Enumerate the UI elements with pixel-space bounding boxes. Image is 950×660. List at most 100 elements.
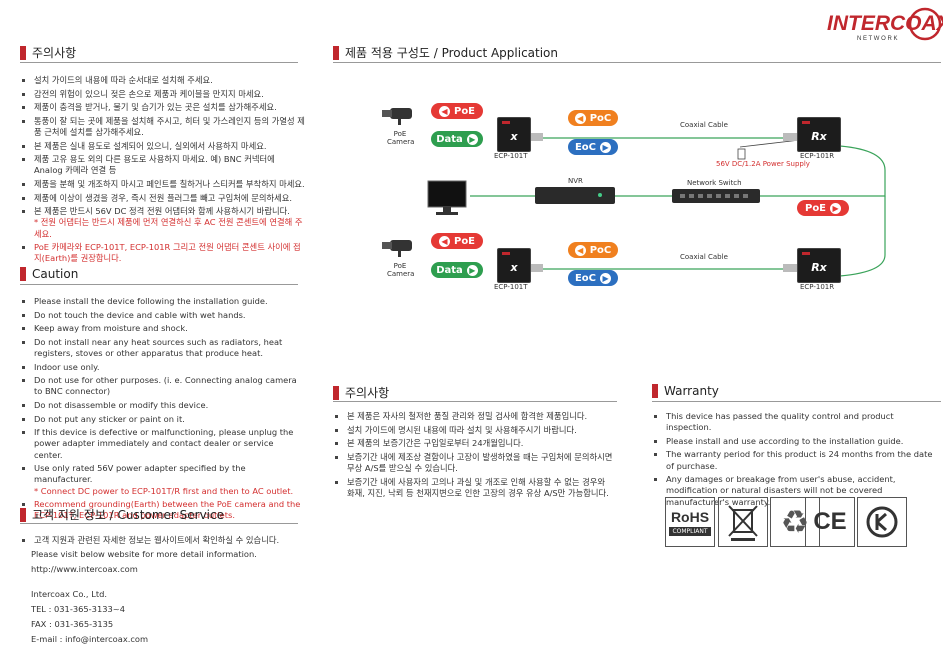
weee-icon [718, 497, 768, 547]
network-line-1 [470, 145, 886, 197]
divider [333, 401, 617, 402]
nvr-device [535, 187, 615, 204]
visit-text: Please visit below website for more deta… [31, 549, 257, 559]
website-link[interactable]: http://www.intercoax.com [31, 564, 138, 574]
list-item: Recommend grounding(Earth) between the P… [21, 499, 301, 521]
poe-badge: PoE▶ [797, 200, 849, 216]
divider [652, 401, 941, 402]
list-item: Do not disassemble or modify this device… [21, 400, 301, 411]
power-cable [739, 139, 801, 148]
list-item: The warranty period for this product is … [653, 449, 938, 471]
kc-icon [857, 497, 907, 547]
bnc-connector [529, 133, 543, 141]
svg-text:INTERCOAX: INTERCOAX [827, 12, 943, 35]
list-item: 설치 가이드에 명시된 내용에 따라 설치 및 사용해주시기 바랍니다. [334, 425, 614, 436]
ecp-101t-device: x [497, 117, 531, 152]
list-item: 본 제품은 실내 용도로 설계되어 있으니, 실외에서 사용하지 마세요. [21, 141, 306, 152]
tx-label: ECP-101T [494, 152, 528, 160]
list-item: If this device is defective or malfuncti… [21, 427, 301, 461]
note: * Connect DC power to ECP-101T/R first a… [34, 485, 294, 496]
list-item: Do not put any sticker or paint on it. [21, 414, 301, 425]
list-item: 본 제품은 자사의 철저한 품질 관리와 정밀 검사에 합격한 제품입니다. [334, 411, 614, 422]
tel: TEL : 031-365-3133~4 [31, 604, 126, 614]
list-item: 제품 고유 용도 외의 다른 용도로 사용하지 마세요. 예) BNC 커넥터에… [21, 154, 306, 176]
list-item: Use only rated 56V power adapter specifi… [21, 463, 301, 497]
list-item: 제품에 이상이 생겼을 경우, 즉시 전원 플러그를 빼고 구입처에 문의하세요… [21, 193, 306, 204]
list-item: 제품을 분해 및 개조하지 마시고 페인트를 칠하거나 스티커를 부착하지 마세… [21, 179, 306, 190]
data-badge: Data▶ [431, 131, 483, 147]
nvr-label: NVR [568, 177, 583, 185]
ecp-101t-device: x [497, 248, 531, 283]
eoc-badge: EoC▶ [568, 270, 618, 286]
poc-badge: ◀PoC [568, 110, 618, 126]
list-item: 제품이 충격을 받거나, 물기 및 습기가 있는 곳은 설치를 삼가해주세요. [21, 102, 306, 113]
data-badge: Data▶ [431, 262, 483, 278]
rx-label: ECP-101R [800, 283, 835, 291]
email: E-mail : info@intercoax.com [31, 634, 149, 644]
tx-label: ECP-101T [494, 283, 528, 291]
warranty-list: This device has passed the quality contr… [653, 411, 938, 510]
kr-warranty-heading: 주의사항 [333, 384, 389, 401]
kr-caution-heading: 주의사항 [20, 44, 76, 61]
camera-label: PoE Camera [387, 130, 415, 146]
list-item: 고객 지원과 관련된 자세한 정보는 웹사이트에서 확인하실 수 있습니다. [21, 535, 301, 546]
coax-cable-label: Coaxial Cable [680, 121, 728, 129]
recycle-icon: ♻ [770, 497, 820, 547]
list-item: Please install the device following the … [21, 296, 301, 307]
en-caution-list: Please install the device following the … [21, 296, 301, 524]
company-name: Intercoax Co., Ltd. [31, 589, 107, 599]
svg-text:N E T W O R K: N E T W O R K [857, 36, 897, 42]
bnc-connector [783, 133, 797, 141]
customer-service-heading: 고객 지원 정보 / Customer Service [20, 506, 224, 523]
list-item: 본 제품의 보증기간은 구입일로부터 24개월입니다. [334, 438, 614, 449]
list-item: 설치 가이드의 내용에 따라 순서대로 설치해 주세요. [21, 75, 306, 86]
list-item: Please install and use according to the … [653, 436, 938, 447]
list-item: 보증기간 내에 사용자의 고의나 과실 및 개조로 인해 사용할 수 없는 경우… [334, 477, 614, 499]
list-item: 본 제품은 반드시 56V DC 정격 전원 어댑터와 함께 사용하시기 바랍니… [21, 206, 306, 240]
kr-caution-list: 설치 가이드의 내용에 따라 순서대로 설치해 주세요. 감전의 위험이 있으니… [21, 75, 306, 267]
application-heading: 제품 적용 구성도 / Product Application [333, 44, 558, 61]
camera-label: PoE Camera [387, 262, 415, 278]
rohs-icon: RoHS COMPLIANT [665, 497, 715, 547]
ce-icon: CE [805, 497, 855, 547]
list-item: Do not use for other purposes. (i. e. Co… [21, 375, 301, 397]
application-diagram [382, 108, 886, 277]
list-item: 통풍이 잘 되는 곳에 제품을 설치해 주시고, 히터 및 가스레인지 등의 가… [21, 116, 306, 138]
coax-cable-label: Coaxial Cable [680, 253, 728, 261]
poe-badge: ◀PoE [431, 103, 483, 119]
ecp-101r-device: Rx [797, 117, 841, 152]
power-supply-icon [737, 148, 746, 160]
poc-badge: ◀PoC [568, 242, 618, 258]
note: * 전원 어댑터는 반드시 제품에 먼저 연결하신 후 AC 전원 콘센트에 연… [34, 217, 303, 239]
ecp-101r-device: Rx [797, 248, 841, 283]
camera-icon [382, 108, 412, 125]
warranty-heading: Warranty [652, 384, 719, 398]
customer-list: 고객 지원과 관련된 자세한 정보는 웹사이트에서 확인하실 수 있습니다. [21, 535, 301, 549]
divider [20, 62, 298, 63]
power-supply-label: 56V DC/1.2A Power Supply [716, 160, 810, 168]
list-item: Keep away from moisture and shock. [21, 323, 301, 334]
list-item: Do not install near any heat sources suc… [21, 337, 301, 359]
divider [333, 62, 941, 63]
divider [20, 523, 298, 524]
list-item: 보증기간 내에 제조상 결함이나 고장이 발생하였을 때는 구입처에 문의하시면… [334, 452, 614, 474]
list-item: PoE 카메라와 ECP-101T, ECP-101R 그리고 전원 어댑터 콘… [21, 242, 306, 264]
fax: FAX : 031-365-3135 [31, 619, 114, 629]
eoc-badge: EoC▶ [568, 139, 618, 155]
list-item: Do not touch the device and cable with w… [21, 310, 301, 321]
list-item: This device has passed the quality contr… [653, 411, 938, 433]
rx-label: ECP-101R [800, 152, 835, 160]
network-line-2 [839, 196, 886, 277]
switch-label: Network Switch [687, 179, 742, 187]
camera-icon [382, 240, 412, 257]
intercoax-logo: INTERCOAX N E T W O R K [825, 6, 950, 42]
poe-badge: ◀PoE [431, 233, 483, 249]
kr-warranty-list: 본 제품은 자사의 철저한 품질 관리와 정밀 검사에 합격한 제품입니다. 설… [334, 411, 614, 501]
bnc-connector [529, 264, 543, 272]
list-item: Indoor use only. [21, 362, 301, 373]
monitor-icon [427, 180, 467, 215]
customer-info: Please visit below website for more deta… [31, 547, 257, 647]
bnc-connector [783, 264, 797, 272]
en-caution-heading: Caution [20, 267, 78, 281]
divider [20, 284, 298, 285]
